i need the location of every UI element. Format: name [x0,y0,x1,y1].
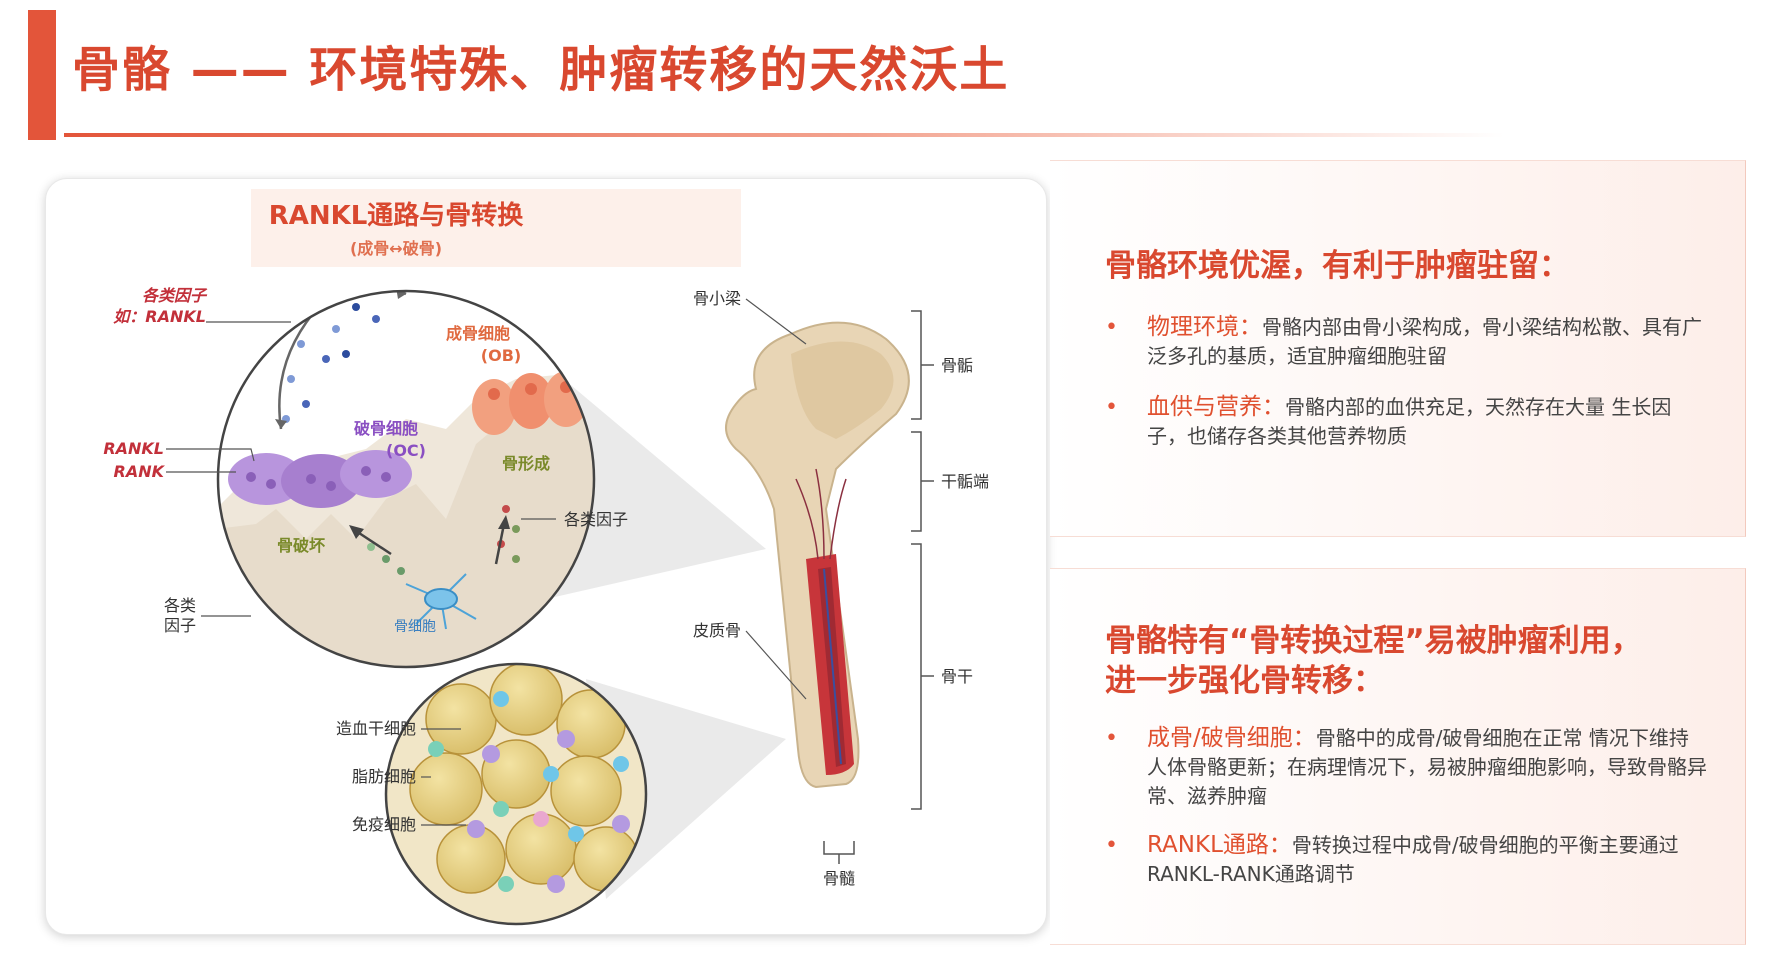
label-factors-left: 各类 [164,596,196,615]
figure-heading: RANKL通路与骨转换 [269,200,525,231]
label-hsc: 造血干细胞 [336,719,416,738]
label-factors-top-eg: 如：RANKL [113,307,206,326]
label-diaphysis: 骨干 [941,667,973,686]
label-factors-mid: 各类因子 [564,510,628,529]
label-bone-destruction: 骨破坏 [277,536,325,555]
label-osteoclast-abbr: (OC) [386,441,426,460]
osteoclast-cells [228,450,412,508]
adipocyte-cells [409,664,639,894]
figure-card: RANKL通路与骨转换 (成骨↔破骨) [45,178,1047,935]
label-factors-left-2: 因子 [164,616,196,635]
figure-header-band [251,189,741,267]
label-cortical: 皮质骨 [693,621,741,640]
label-trabecular: 骨小梁 [693,289,741,308]
bullet-text: 骨转换过程中成骨/破骨细胞的平衡主要通过RANKL-RANK通路调节 [1147,833,1679,886]
label-marrow: 骨髓 [823,869,855,888]
bullet-text: 骨骼内部由骨小梁构成，骨小梁结构松散、具有广泛多孔的基质，适宜肿瘤细胞驻留 [1147,315,1702,368]
remodeling-circle [216,289,596,669]
panel2-heading: 骨骼特有“骨转换过程”易被肿瘤利用， 进一步强化骨转移： [1105,621,1725,701]
label-osteocyte: 骨细胞 [394,619,436,635]
title-accent-bar [28,10,56,140]
page-title: 骨骼 —— 环境特殊、肿瘤转移的天然沃土 [72,42,1010,98]
bullet-label: RANKL通路： [1147,832,1292,858]
marrow-circle [384,662,648,926]
region-brackets [823,310,934,864]
panel2-heading-line1: 骨骼特有“骨转换过程”易被肿瘤利用， [1105,623,1642,659]
femur-bone [725,321,910,789]
label-osteoblast-abbr: (OB) [481,346,521,365]
bullet-dot: • [1105,315,1118,340]
label-epiphysis: 骨骺 [941,356,973,375]
bullet-text: 骨骼内部的血供充足，天然存在大量 生长因子，也储存各类其他营养物质 [1147,395,1672,448]
label-immune-cell: 免疫细胞 [352,815,416,834]
label-rank: RANK [114,462,166,481]
bullet-dot: • [1105,833,1118,858]
bullet-label: 成骨/破骨细胞： [1147,725,1316,751]
bullet-text: 骨骼中的成骨/破骨细胞在正常 情况下维持人体骨骼更新；在病理情况下，易被肿瘤细胞… [1147,726,1707,808]
bullet-label: 物理环境： [1147,314,1262,340]
label-bone-formation: 骨形成 [502,454,550,473]
label-rankl: RANKL [103,439,164,458]
immune-cells [467,730,630,893]
osteocyte-cell [405,573,477,630]
label-factors-top: 各类因子 [142,286,208,305]
panel-bone-environment: 骨骼环境优渥，有利于肿瘤驻留： • 物理环境：骨骼内部由骨小梁构成，骨小梁结构松… [1050,160,1746,537]
bullet-dot: • [1105,395,1118,420]
bullet-label: 血供与营养： [1147,394,1285,420]
bullet-dot: • [1105,726,1118,751]
leader-lines [166,298,807,826]
label-osteoclast: 破骨细胞 [354,419,418,438]
figure-subheading: (成骨↔破骨) [350,239,442,258]
panel1-heading: 骨骼环境优渥，有利于肿瘤驻留： [1105,248,1570,284]
hematopoietic-cells [428,691,629,892]
label-adipocyte: 脂肪细胞 [352,767,416,786]
bone-diagram: RANKL通路与骨转换 (成骨↔破骨) [103,189,989,926]
label-metaphysis: 干骺端 [941,472,989,491]
label-osteoblast: 成骨细胞 [446,324,510,343]
panel-bone-turnover: 骨骼特有“骨转换过程”易被肿瘤利用， 进一步强化骨转移： • 成骨/破骨细胞：骨… [1050,568,1746,945]
osteoblast-cells [472,371,588,435]
panel2-heading-line2: 进一步强化骨转移： [1105,663,1384,699]
title-underline [64,133,1504,137]
